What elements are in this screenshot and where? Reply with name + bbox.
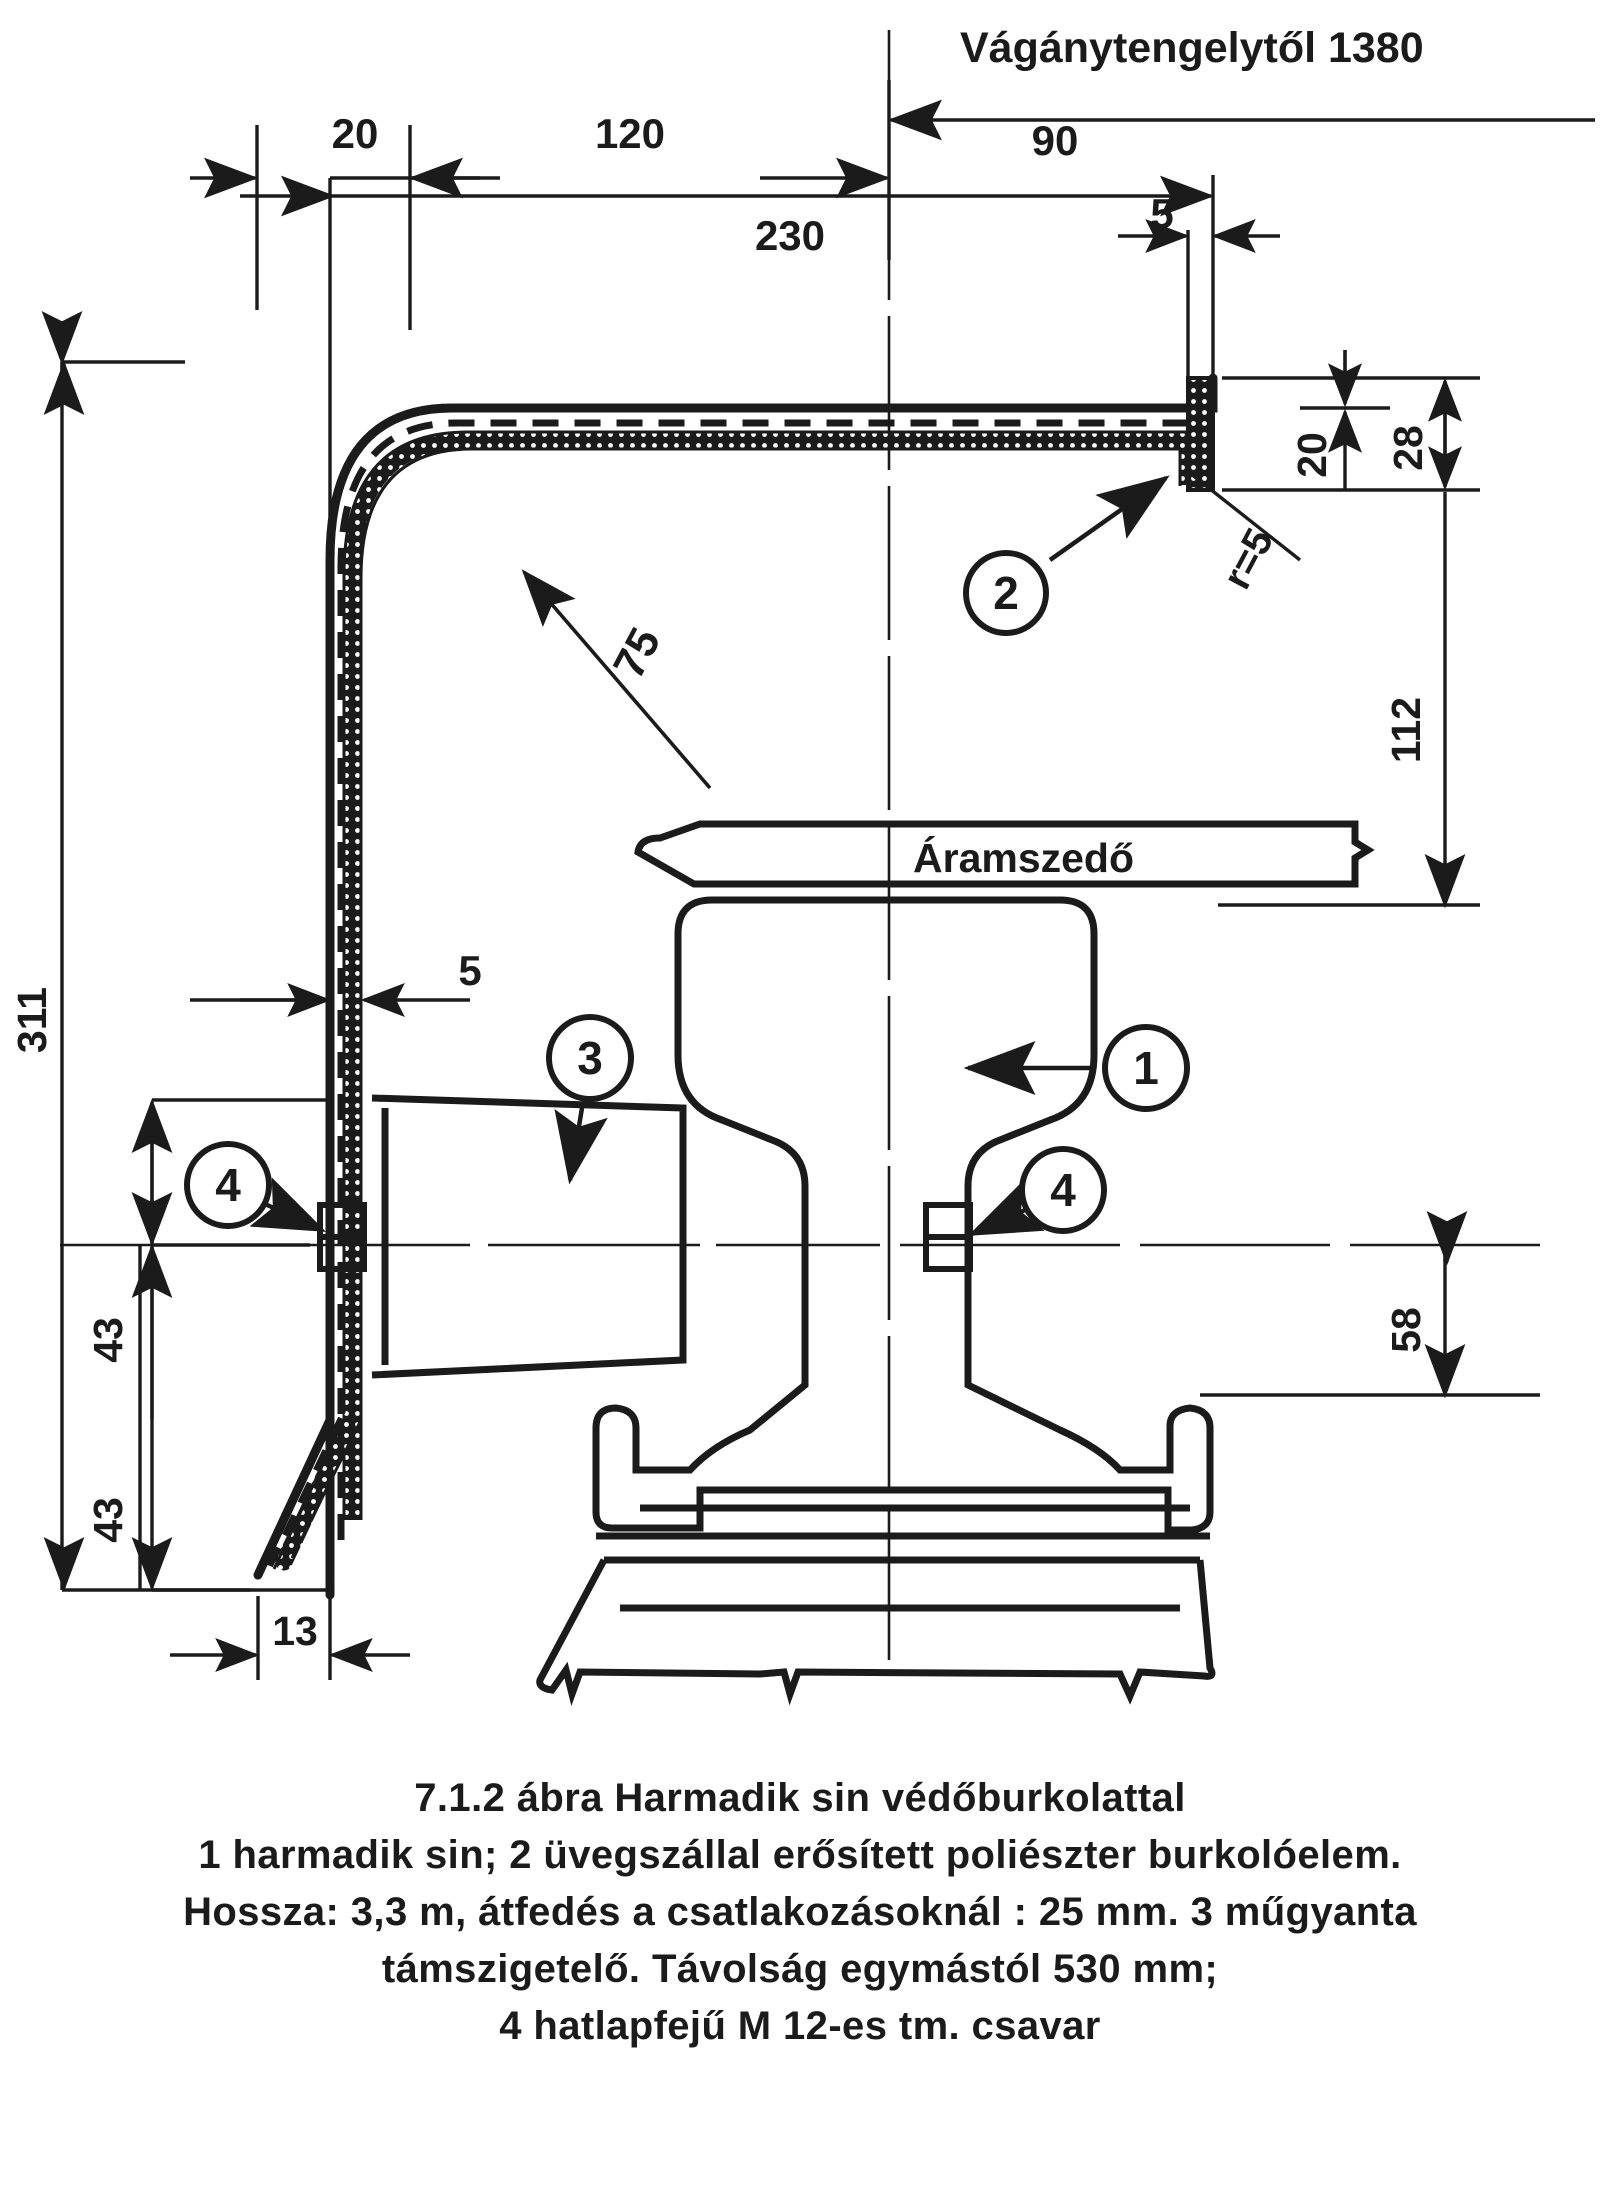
dim-label-230: 230 bbox=[755, 212, 825, 259]
callout-4-left-leader bbox=[249, 1177, 327, 1233]
dim-label-43-upper: 43 bbox=[85, 1317, 131, 1363]
bolt-right-lower-face bbox=[923, 1234, 973, 1272]
dim-label-43-lower: 43 bbox=[85, 1497, 131, 1543]
caption-line-3: Hossza: 3,3 m, átfedés a csatlakozásokná… bbox=[183, 1890, 1417, 1934]
callout-3-leader bbox=[554, 1101, 608, 1185]
left-dimension-block bbox=[41, 311, 470, 1680]
support-insulator bbox=[371, 1094, 687, 1379]
callout-3-bubble[interactable] bbox=[546, 1014, 634, 1102]
rail-head-web-foot bbox=[592, 896, 1214, 1534]
callout-4-left-label: 4 bbox=[215, 1159, 241, 1211]
dim-label-28: 28 bbox=[1385, 425, 1431, 471]
callout-1[interactable]: 1 bbox=[963, 1024, 1190, 1112]
callout-2-label: 2 bbox=[993, 567, 1019, 619]
top-dimension-block bbox=[190, 80, 1595, 1580]
dim-label-5-left: 5 bbox=[458, 947, 481, 994]
drawing-background bbox=[0, 0, 1600, 1760]
callout-2-bubble[interactable] bbox=[963, 550, 1049, 636]
r5-leader-line bbox=[1184, 468, 1302, 562]
dim-label-311: 311 bbox=[9, 987, 55, 1053]
bolt-left-lower-face bbox=[317, 1234, 367, 1272]
radius-75-leader bbox=[521, 569, 712, 790]
callout-4-left[interactable]: 4 bbox=[184, 1141, 327, 1233]
callout-1-label: 1 bbox=[1133, 1042, 1159, 1094]
third-rail-profile bbox=[592, 896, 1214, 1534]
caption-line-4: támszigetelő. Távolság egymástól 530 mm; bbox=[381, 1947, 1219, 1991]
cover-band-edge-inner bbox=[359, 447, 1182, 1520]
cover-grp-band bbox=[343, 431, 1197, 1520]
rail-baseplate-sleeper bbox=[536, 1504, 1216, 1706]
cover-tail-edge-inner bbox=[290, 1419, 363, 1559]
callout-3[interactable]: 3 bbox=[546, 1014, 634, 1185]
insulator-outline bbox=[371, 1094, 687, 1379]
dim-label-112: 112 bbox=[1383, 697, 1429, 763]
callout-4-right-label: 4 bbox=[1050, 1164, 1076, 1216]
track-axis-note: Vágánytengelytől 1380 bbox=[960, 24, 1424, 72]
callout-2-leader bbox=[1048, 475, 1170, 562]
callout-4-right-leader bbox=[967, 1181, 1045, 1237]
r75-leader-line bbox=[521, 569, 712, 790]
callout-1-bubble[interactable] bbox=[1102, 1024, 1190, 1112]
callout-4-right[interactable]: 4 bbox=[967, 1146, 1107, 1237]
collector-shoe-label: Áramszedő bbox=[913, 835, 1134, 881]
callout-3-label: 3 bbox=[577, 1032, 603, 1084]
sleeper-outline bbox=[536, 1558, 1216, 1706]
cover-tail-band bbox=[275, 1409, 361, 1571]
caption-line-2: 1 harmadik sin; 2 üvegszállal erősített … bbox=[198, 1833, 1402, 1877]
callout-4-left-bubble[interactable] bbox=[184, 1141, 272, 1229]
dim-label-5-top: 5 bbox=[1150, 190, 1173, 237]
cover-tail-outer bbox=[253, 1415, 335, 1580]
callout-2[interactable]: 2 bbox=[963, 475, 1170, 636]
cover-tail-dashed bbox=[267, 1416, 344, 1568]
cover-dashed-midline bbox=[337, 419, 1205, 1540]
dim-label-90: 90 bbox=[1032, 117, 1079, 164]
dim-label-58: 58 bbox=[1383, 1307, 1429, 1353]
dim-label-13: 13 bbox=[272, 1608, 318, 1654]
dim-label-120: 120 bbox=[595, 110, 665, 157]
dim-label-20-top: 20 bbox=[332, 110, 379, 157]
cover-band-edge-outer bbox=[342, 430, 1198, 1520]
collector-shoe-outline bbox=[634, 820, 1375, 888]
dim-label-20-right: 20 bbox=[1289, 432, 1335, 478]
current-collector-shoe bbox=[634, 820, 1375, 888]
caption-line-5: 4 hatlapfejű M 12-es tm. csavar bbox=[499, 2004, 1101, 2048]
technical-drawing: Áramszedő bbox=[0, 0, 1600, 1760]
caption-line-1: 7.1.2 ábra Harmadik sin védőburkolattal bbox=[414, 1776, 1186, 1820]
figure-caption: 7.1.2 ábra Harmadik sin védőburkolattal … bbox=[0, 1770, 1600, 2055]
callout-4-right-bubble[interactable] bbox=[1019, 1146, 1107, 1234]
right-dimension-block bbox=[1184, 350, 1540, 1399]
cover-tail-edge-outer bbox=[272, 1418, 346, 1570]
